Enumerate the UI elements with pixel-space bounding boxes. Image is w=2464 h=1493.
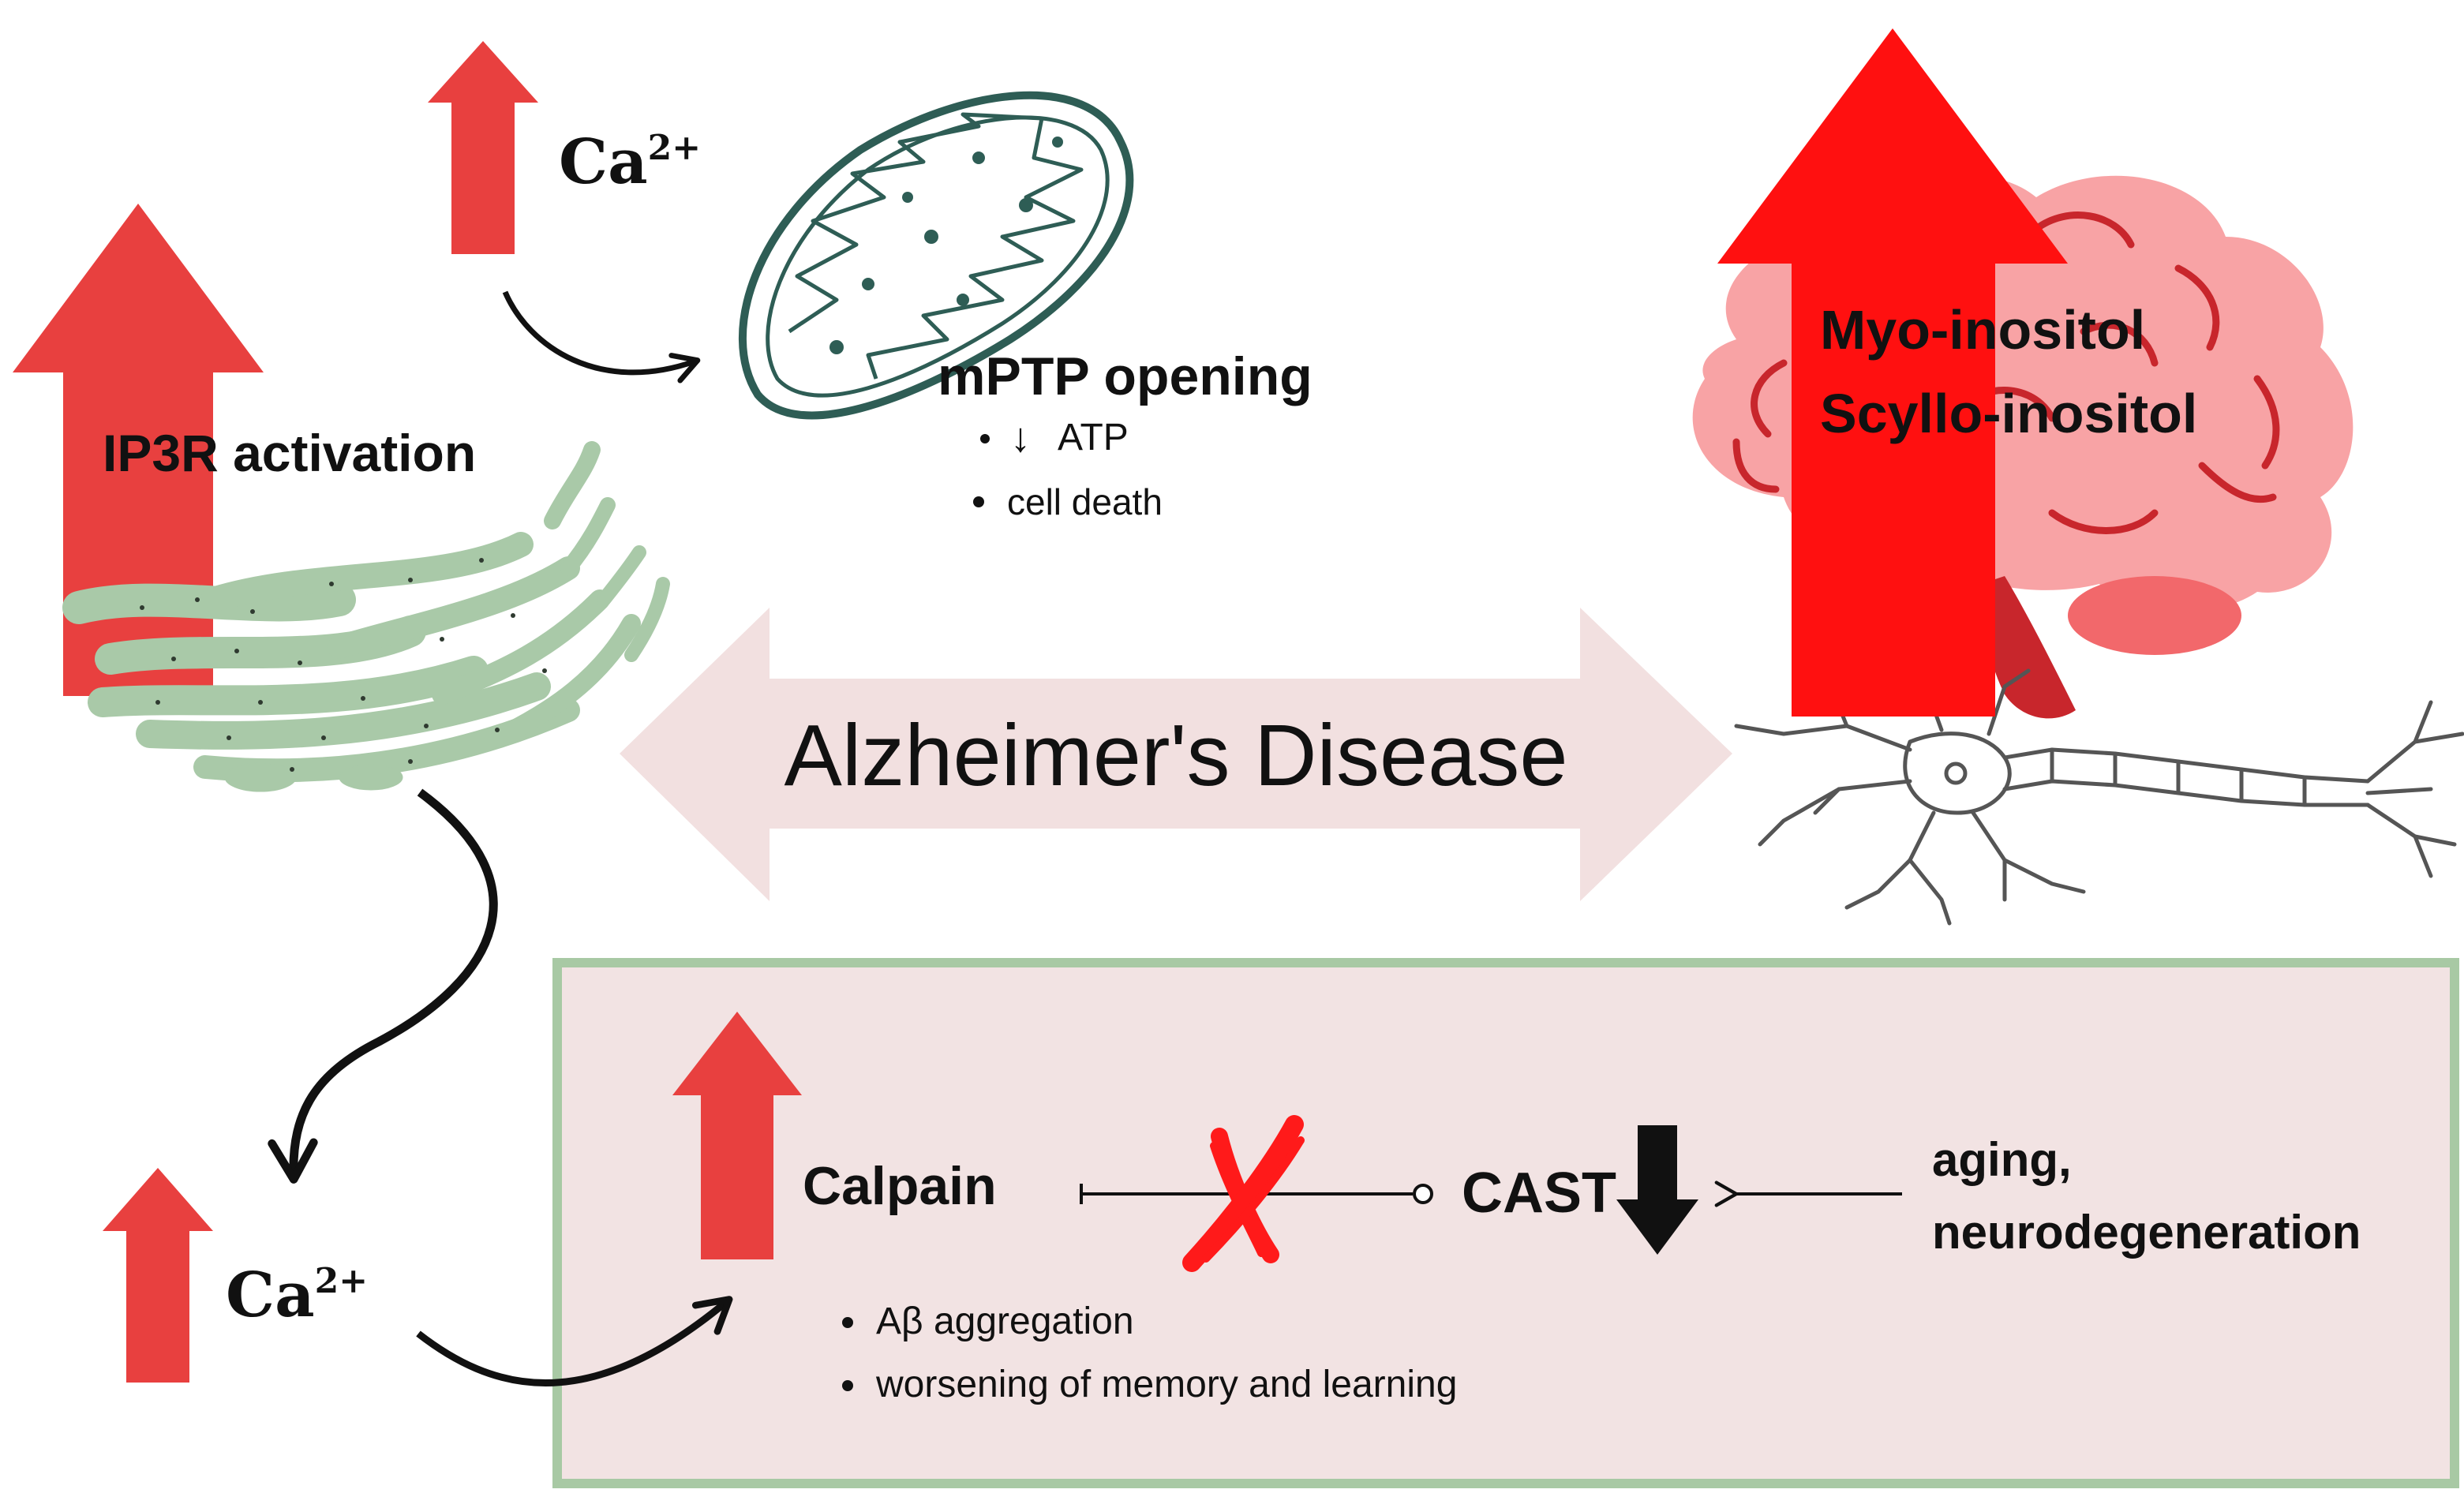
mptp-bullet-dot — [973, 496, 984, 507]
ip3r-up-arrow — [13, 204, 264, 696]
atp-down-icon: ↓ — [1010, 415, 1031, 461]
box-bullet-dot — [842, 1317, 853, 1328]
cast-label: CAST — [1462, 1162, 1616, 1225]
myo-inositol-label: Myo-inositol — [1820, 299, 2145, 361]
ca-to-mitochondria-arrow — [502, 290, 701, 384]
ip3r-activation-label: IP3R activation — [103, 424, 476, 482]
alzheimers-double-arrow — [620, 608, 1732, 901]
top-ca-label: Ca2+ — [559, 126, 701, 198]
cast-down-arrow — [1616, 1125, 1698, 1255]
blocked-cross-icon — [1182, 1115, 1305, 1272]
alzheimers-title: Alzheimer's Disease — [784, 707, 1567, 804]
calpain-label: Calpain — [803, 1156, 997, 1216]
er-to-ca-arrow — [268, 788, 498, 1184]
cause-aging-label: aging, — [1932, 1133, 2072, 1186]
mptp-bullet-atp: ATP — [1058, 417, 1129, 458]
ca-to-calpain-arrow — [416, 1296, 733, 1386]
neuron-illustration — [1734, 660, 2464, 926]
calpain-up-arrow — [672, 1012, 802, 1259]
mptp-opening-title: mPTP opening — [938, 346, 1313, 406]
scyllo-inositol-label: Scyllo-inositol — [1820, 383, 2197, 444]
mptp-bullet-cell-death: cell death — [1007, 481, 1163, 522]
top-ca-up-arrow — [428, 41, 538, 254]
inhibition-end-circle — [1413, 1184, 1433, 1204]
mitochondrion-illustration — [739, 91, 1134, 420]
box-bullet-memory: worsening of memory and learning — [875, 1364, 1457, 1405]
cause-neurodegeneration-label: neurodegeneration — [1932, 1206, 2361, 1259]
bottom-ca-label: Ca2+ — [226, 1259, 368, 1331]
endoplasmic-reticulum — [62, 441, 670, 792]
mptp-bullet-dot — [980, 434, 990, 443]
box-bullet-abeta: Aβ aggregation — [876, 1300, 1134, 1342]
calpain-pathway-box — [552, 958, 2459, 1488]
inositol-up-arrow — [1717, 28, 2068, 717]
box-bullet-dot — [842, 1380, 853, 1391]
bottom-ca-up-arrow — [103, 1168, 213, 1383]
